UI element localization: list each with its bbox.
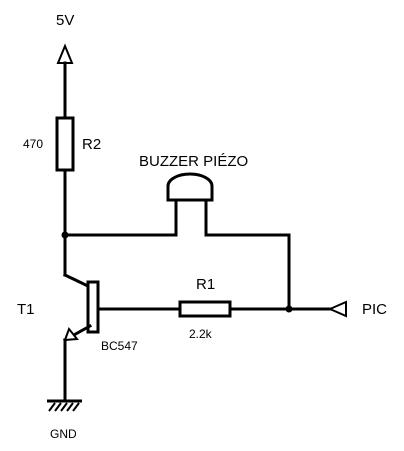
r2-value-label: 470 <box>23 137 43 151</box>
emitter-arrow <box>63 326 79 342</box>
r1-name-label: R1 <box>196 276 215 293</box>
r2-name-label: R2 <box>82 136 101 153</box>
transistor-base-bar <box>86 280 100 334</box>
resistor-r2 <box>55 116 75 172</box>
buzzer-symbol <box>166 172 214 202</box>
pic-arrow <box>327 300 347 318</box>
transistor-part-label: BC547 <box>101 339 138 353</box>
transistor-collector <box>62 272 93 290</box>
supply-label: 5V <box>56 12 74 29</box>
buzzer-label: BUZZER PIÉZO <box>139 153 248 170</box>
ground-label: GND <box>50 427 77 441</box>
input-label: PIC <box>362 301 387 318</box>
r1-value-label: 2.2k <box>189 327 213 341</box>
supply-arrow <box>56 43 74 64</box>
resistor-r1 <box>178 300 232 318</box>
transistor-name-label: T1 <box>17 301 35 318</box>
ground-symbol <box>47 399 82 412</box>
